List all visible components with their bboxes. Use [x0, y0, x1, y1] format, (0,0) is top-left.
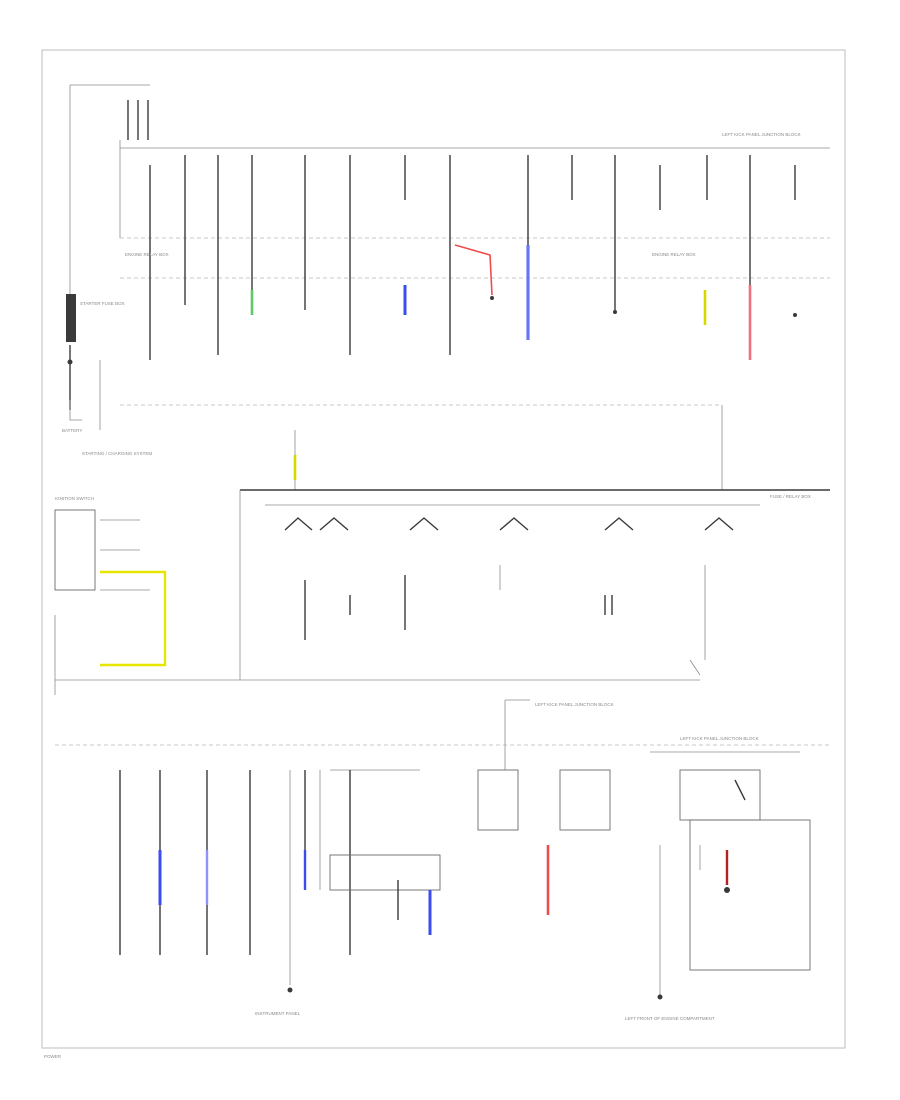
relay-box: [689, 819, 811, 971]
diagram-frame: [41, 49, 846, 1049]
bottom-section: [55, 699, 830, 1000]
battery-fuse-block: [66, 294, 76, 342]
battery-terminal-icon: [67, 359, 73, 365]
engine-relay-box-left-label: ENGINE RELAY BOX: [125, 252, 169, 257]
relay-box: [679, 769, 761, 821]
relay-switch-icon: [499, 517, 529, 531]
instrument-panel-label: INSTRUMENT PANEL: [255, 1011, 301, 1016]
engine-relay-box-right-label: ENGINE RELAY BOX: [652, 252, 696, 257]
lh-kick-junction-label-mid: LEFT KICK PANEL JUNCTION BLOCK: [535, 702, 614, 707]
ignition-switch-label: IGNITION SWITCH: [55, 496, 94, 501]
connector-icon: [490, 296, 494, 300]
relay-section: [54, 405, 830, 695]
fuse-relay-box-label: FUSE / RELAY BOX: [770, 494, 811, 499]
ground-icon: [657, 994, 663, 1000]
yellow-wire: [100, 570, 167, 667]
relay-box: [329, 854, 441, 891]
connector-icon: [613, 310, 617, 314]
ground-icon: [287, 987, 293, 993]
top-fuse-section: [66, 84, 830, 430]
red-wire: [454, 244, 493, 296]
starter-fuse-box-label: STARTER FUSE BOX: [80, 301, 125, 306]
relay-switch-icon: [284, 517, 349, 531]
relay-switch-icon: [409, 517, 439, 531]
ground-icon: [724, 887, 730, 893]
starting-charging-label: STARTING / CHARGING SYSTEM: [82, 451, 152, 456]
footnote-label: POWER: [44, 1054, 62, 1059]
battery-label: BATTERY: [62, 428, 82, 433]
fuse-column: [149, 155, 796, 360]
lh-kick-junction-label-top: LEFT KICK PANEL JUNCTION BLOCK: [722, 132, 801, 137]
lh-kick-junction-label-bottom: LEFT KICK PANEL JUNCTION BLOCK: [680, 736, 759, 741]
ground-point-label: LEFT FRONT OF ENGINE COMPARTMENT: [625, 1016, 715, 1021]
ignition-switch-box: [54, 509, 96, 591]
relay-box: [559, 769, 611, 831]
relay-switch-icon: [604, 517, 634, 531]
connector-icon: [793, 313, 797, 317]
relay-switch-icon: [704, 517, 734, 531]
relay-box: [477, 769, 519, 831]
